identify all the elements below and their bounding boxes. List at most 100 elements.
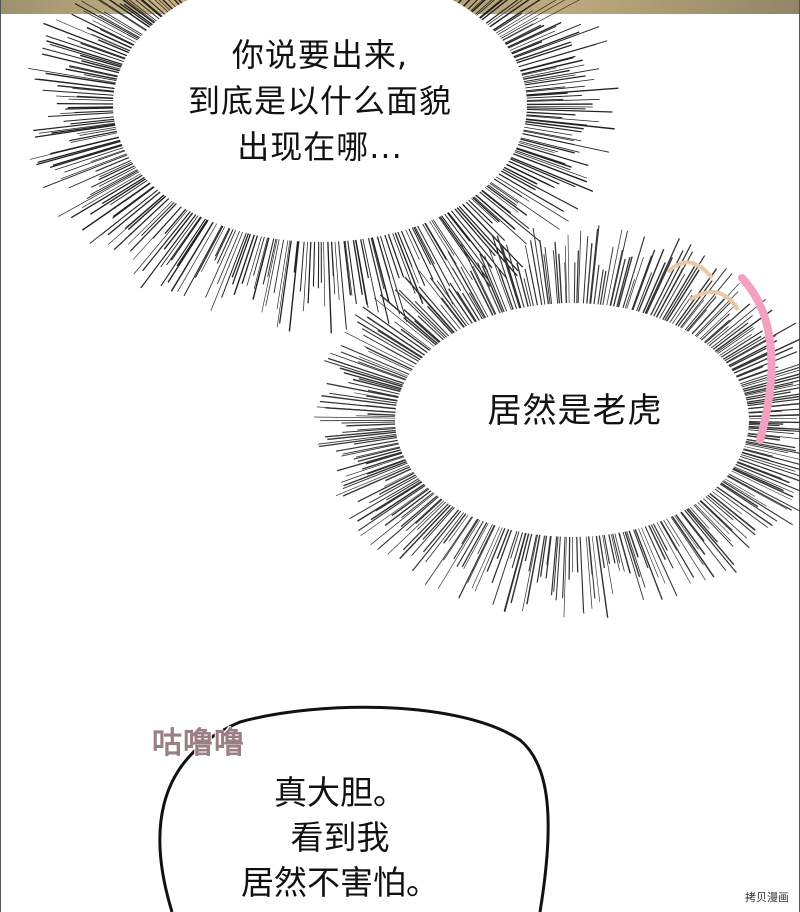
burst-line	[28, 68, 118, 84]
burst-line	[690, 282, 740, 336]
burst-line	[686, 309, 708, 334]
burst-line	[524, 111, 576, 116]
burst-line	[500, 167, 579, 210]
burst-line	[99, 0, 149, 32]
burst-line	[744, 438, 796, 449]
burst-line	[361, 328, 421, 363]
burst-line	[329, 392, 399, 404]
pink-accent-stroke	[666, 260, 776, 444]
burst-line	[505, 21, 562, 49]
burst-line	[357, 483, 428, 532]
burst-line	[474, 0, 495, 18]
burst-line	[241, 233, 259, 284]
burst-line	[152, 205, 184, 239]
burst-line	[90, 148, 127, 162]
burst-line	[339, 367, 405, 388]
burst-line	[84, 74, 119, 82]
burst-line	[80, 54, 124, 69]
burst-line	[528, 532, 538, 572]
burst-line	[387, 499, 446, 555]
burst-line	[43, 22, 130, 57]
burst-line	[709, 315, 753, 350]
burst-line	[357, 479, 424, 522]
burst-line	[357, 448, 403, 463]
burst-line	[319, 400, 398, 410]
burst-line	[743, 383, 800, 397]
burst-line	[661, 266, 696, 322]
burst-line	[617, 256, 633, 310]
burst-line	[335, 464, 411, 497]
burst-line	[469, 0, 484, 13]
burst-line	[479, 189, 530, 229]
burst-line	[128, 0, 159, 23]
burst-line	[124, 193, 166, 229]
burst-line	[49, 43, 124, 67]
burst-line	[348, 382, 402, 395]
burst-line	[367, 236, 390, 324]
burst-line	[38, 78, 117, 90]
burst-line	[70, 118, 117, 125]
burst-line	[379, 294, 440, 346]
burst-line	[496, 235, 521, 311]
burst-line	[342, 442, 401, 455]
burst-line	[113, 196, 171, 251]
burst-line	[68, 98, 116, 101]
burst-line	[643, 238, 681, 316]
burst-line	[422, 504, 455, 540]
burst-line	[623, 529, 641, 578]
burst-line	[679, 510, 705, 542]
burst-line	[71, 13, 137, 47]
emphasis-burst-bubble-2	[314, 225, 800, 618]
burst-line	[278, 238, 293, 324]
burst-line	[214, 226, 232, 261]
burst-line	[523, 120, 584, 130]
burst-line	[425, 510, 466, 563]
burst-line	[736, 369, 769, 382]
burst-line	[721, 479, 767, 507]
burst-line	[366, 395, 400, 402]
burst-line	[683, 508, 737, 573]
burst-line	[384, 488, 434, 527]
burst-line	[517, 140, 559, 153]
burst-line	[356, 446, 402, 458]
burst-line	[122, 0, 157, 25]
burst-line	[510, 529, 521, 559]
burst-line	[100, 188, 160, 236]
burst-line	[724, 322, 797, 365]
burst-line	[468, 292, 486, 321]
burst-line	[365, 451, 405, 465]
burst-line	[734, 460, 790, 484]
burst-line	[398, 289, 449, 340]
burst-line	[341, 421, 398, 424]
burst-line	[725, 475, 788, 510]
burst-line	[597, 269, 604, 307]
burst-line	[445, 210, 471, 242]
burst-line	[81, 181, 153, 231]
burst-line	[80, 42, 127, 61]
burst-line	[342, 461, 410, 490]
burst-line	[461, 520, 489, 568]
burst-line	[739, 451, 800, 471]
burst-line	[474, 525, 504, 592]
burst-line	[344, 238, 353, 296]
burst-line	[140, 212, 198, 289]
burst-line	[377, 494, 441, 550]
burst-line	[412, 225, 454, 305]
burst-line	[521, 130, 575, 142]
burst-line	[343, 239, 352, 296]
burst-line	[81, 0, 144, 38]
burst-line	[516, 262, 530, 309]
burst-line	[336, 450, 404, 472]
burst-line	[67, 36, 128, 60]
burst-line	[448, 288, 474, 326]
sound-effect-gurgle: 咕噜噜	[152, 726, 245, 761]
burst-line	[492, 12, 523, 33]
burst-line	[346, 423, 398, 427]
burst-line	[42, 47, 123, 71]
burst-line	[104, 11, 145, 37]
burst-line	[523, 78, 595, 89]
burst-line	[273, 237, 285, 294]
burst-line	[97, 39, 131, 54]
burst-line	[664, 269, 700, 324]
